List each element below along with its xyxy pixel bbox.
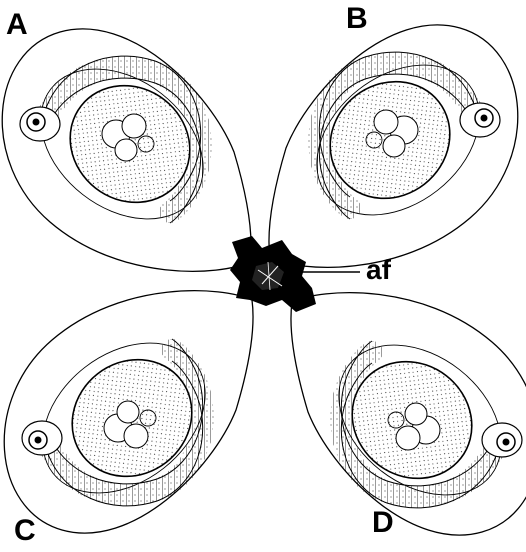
egg-d: [291, 293, 526, 535]
egg-a: [2, 29, 251, 271]
panel-label-b: B: [346, 4, 368, 34]
panel-label-a: A: [6, 10, 28, 40]
egg-c: [4, 291, 253, 533]
attachment-filament: [230, 236, 316, 312]
panel-label-c: C: [14, 516, 36, 546]
attachment-filament-label: af: [366, 256, 391, 284]
egg-b: [269, 25, 518, 267]
panel-label-d: D: [372, 508, 394, 538]
